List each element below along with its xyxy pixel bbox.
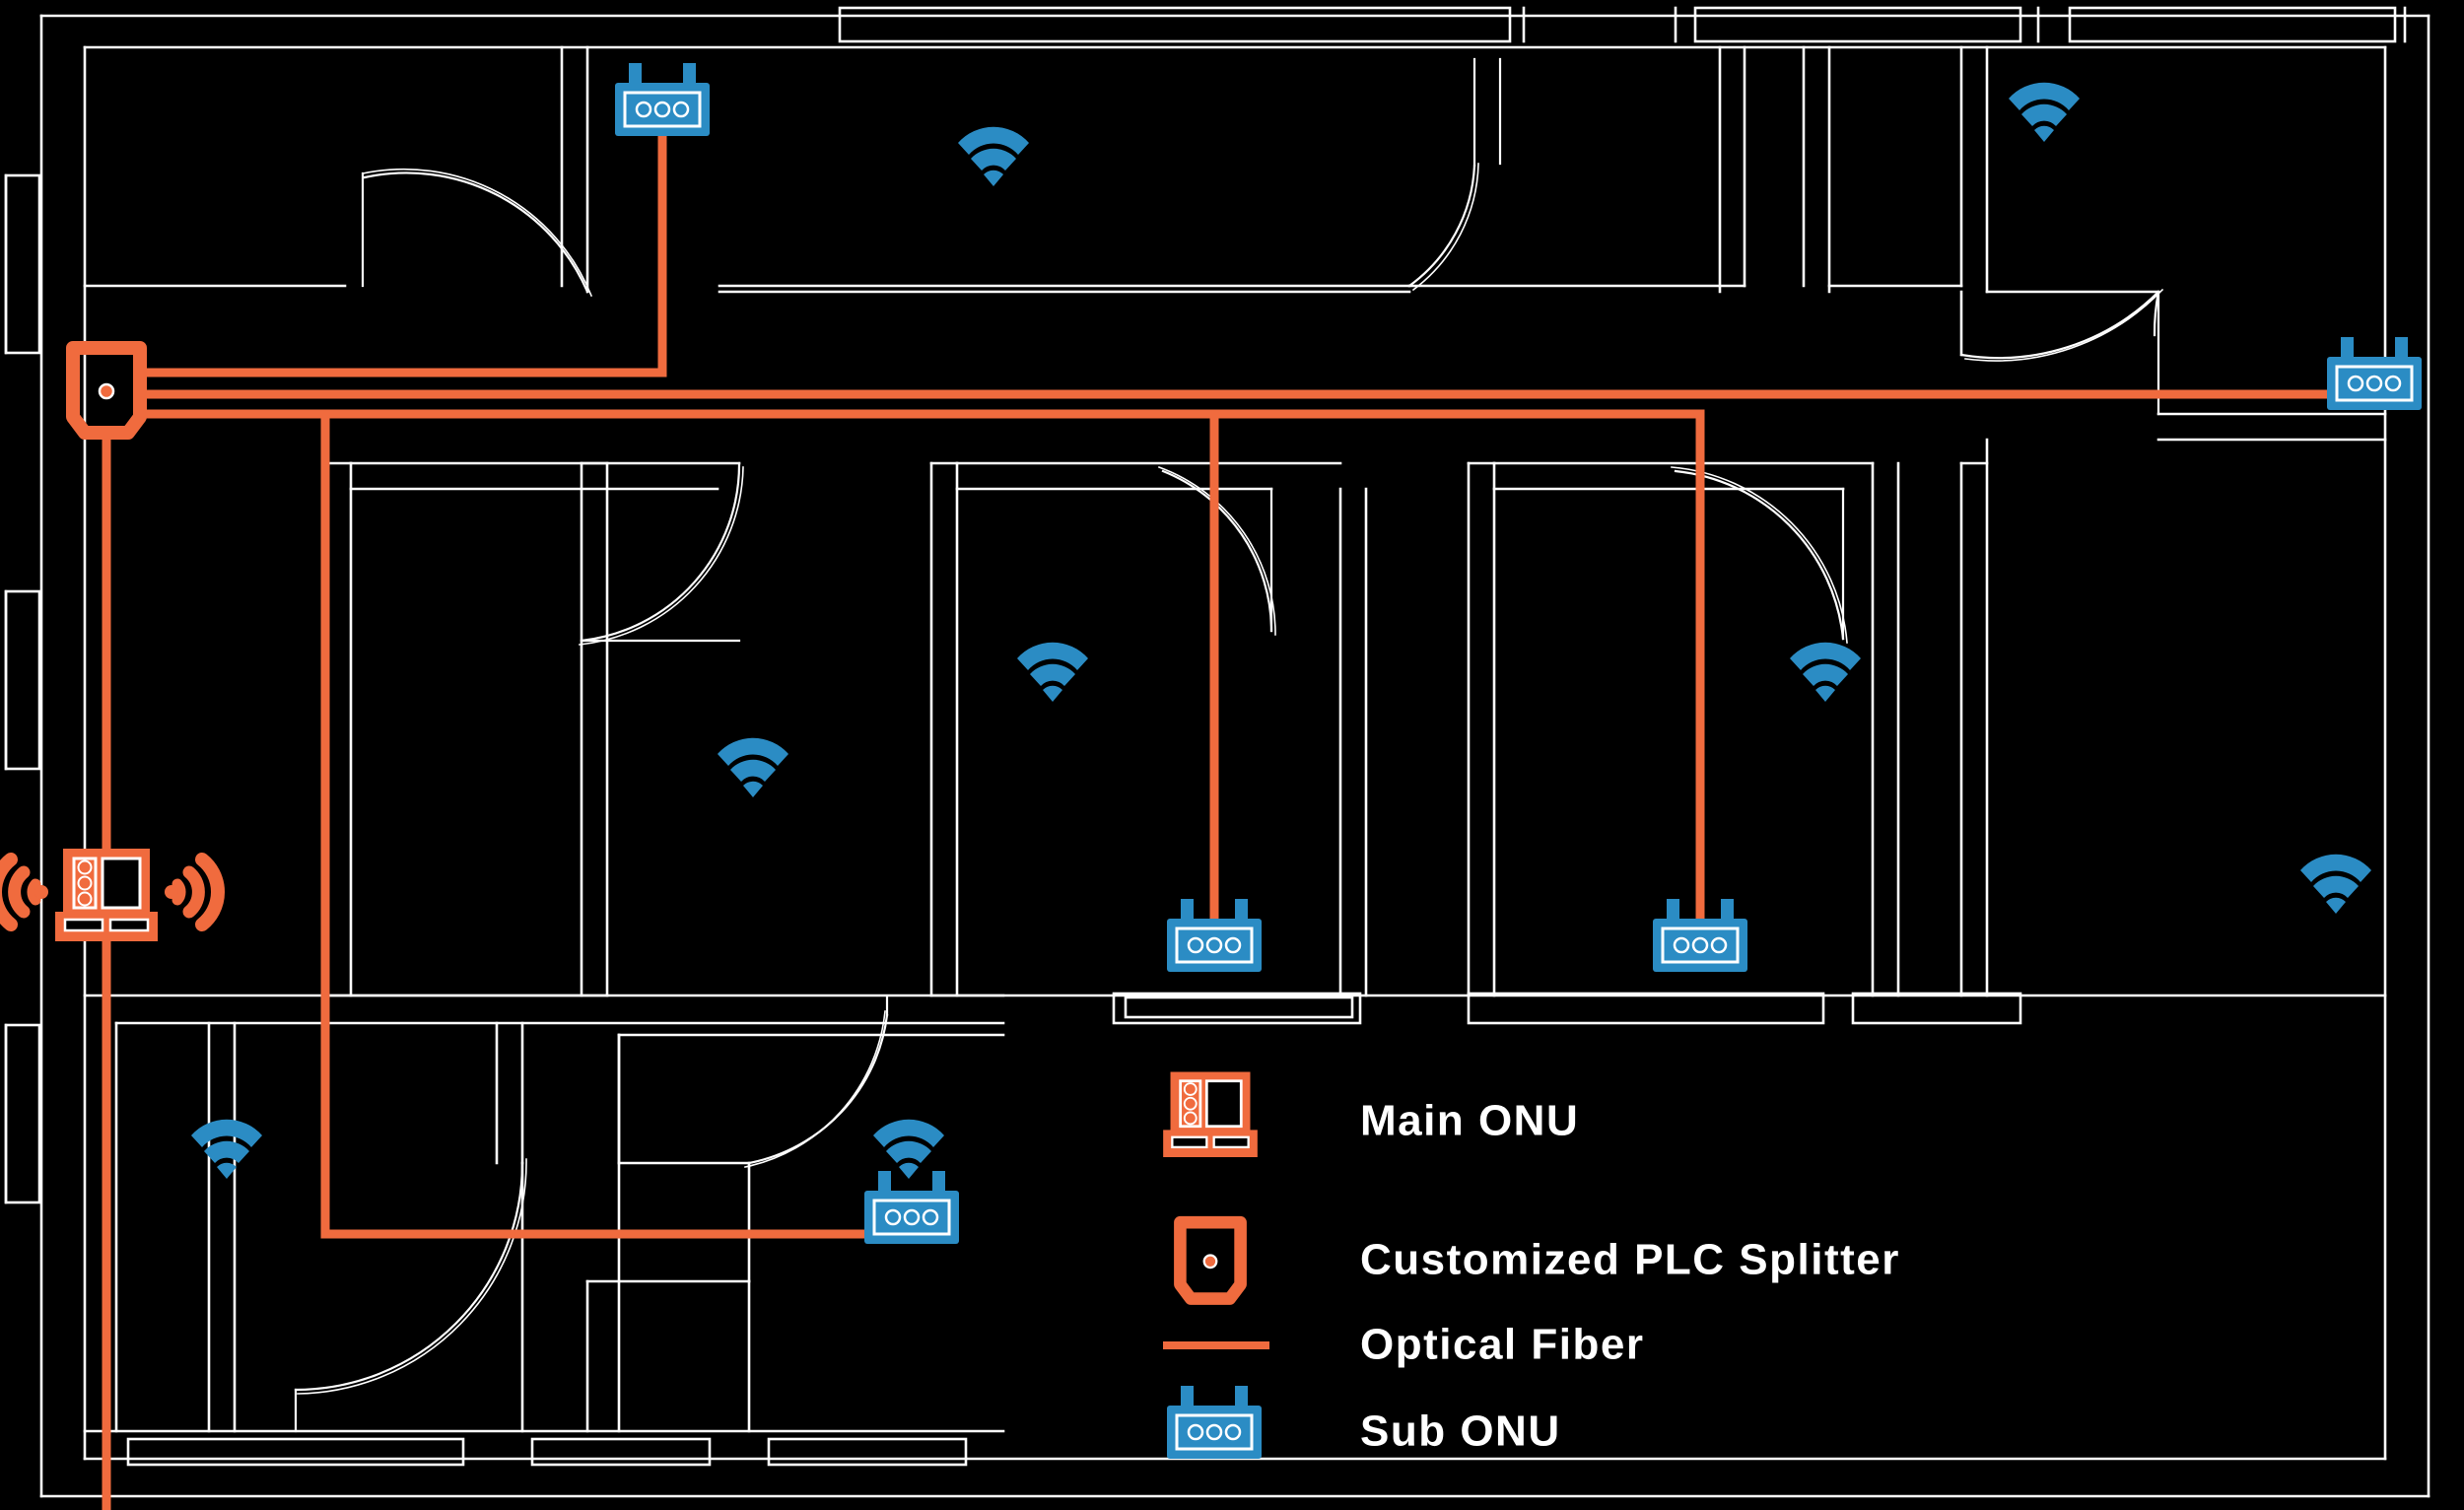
wifi-icon bbox=[2300, 854, 2371, 914]
plc-splitter-icon[interactable] bbox=[73, 348, 140, 433]
wifi-icon bbox=[1790, 642, 1861, 702]
legend-plc-splitter-icon bbox=[1180, 1222, 1240, 1298]
legend-label-optical-fiber: Optical Fiber bbox=[1360, 1321, 1644, 1369]
legend-label-plc-splitter: Customized PLC Splitter bbox=[1360, 1236, 1900, 1284]
sub-onu-icon[interactable] bbox=[862, 1169, 961, 1246]
legend-label-main-onu: Main ONU bbox=[1360, 1097, 1579, 1145]
wifi-icon bbox=[718, 737, 788, 797]
legend-label-sub-onu: Sub ONU bbox=[1360, 1407, 1561, 1456]
legend-item-plc-splitter[interactable]: Customized PLC Splitter bbox=[1180, 1222, 1899, 1298]
wifi-icon bbox=[958, 126, 1029, 186]
optical-fiber-routes bbox=[102, 131, 2333, 1510]
legend-sub-onu-icon bbox=[1165, 1384, 1264, 1461]
main-onu-icon[interactable] bbox=[0, 847, 218, 943]
wifi-icon bbox=[2009, 82, 2080, 142]
legend-item-sub-onu[interactable]: Sub ONU bbox=[1165, 1384, 1561, 1461]
legend-item-optical-fiber[interactable]: Optical Fiber bbox=[1163, 1321, 1644, 1369]
sub-onu-icon[interactable] bbox=[613, 61, 712, 138]
legend-item-main-onu[interactable]: Main ONU bbox=[1161, 1070, 1579, 1159]
wifi-wave-right-icon bbox=[165, 859, 218, 925]
legend-main-onu-icon bbox=[1161, 1070, 1260, 1159]
legend: Main ONU Customized PLC Splitter Optical… bbox=[1161, 1070, 1899, 1461]
sub-onu-icon[interactable] bbox=[2325, 335, 2424, 412]
wifi-icon bbox=[1017, 642, 1088, 702]
wifi-icon bbox=[873, 1119, 944, 1179]
wifi-icon bbox=[191, 1119, 262, 1179]
walls-layer bbox=[4, 6, 2430, 1498]
